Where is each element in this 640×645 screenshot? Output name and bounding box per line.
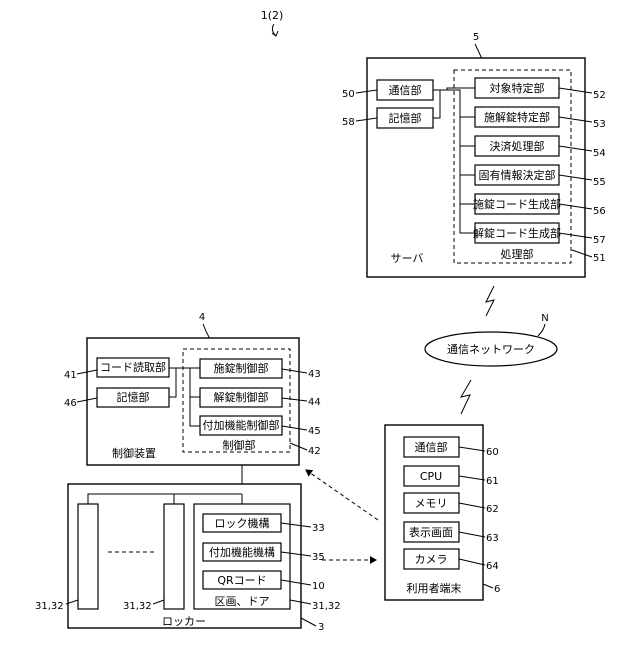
controller-label: 制御部	[223, 438, 256, 452]
svg-text:61: 61	[486, 476, 499, 487]
svg-text:44: 44	[308, 397, 321, 408]
terminal-ref: 6	[494, 584, 500, 595]
server-communication-label: 通信部	[389, 83, 422, 97]
control-storage-ref: 46	[64, 398, 77, 409]
svg-text:施解錠特定部: 施解錠特定部	[484, 110, 550, 124]
system-reference: 1(2)	[261, 9, 284, 36]
server-title: サーバ	[391, 252, 424, 265]
server-processing-label: 処理部	[501, 247, 534, 261]
svg-text:63: 63	[486, 533, 499, 544]
svg-text:QRコード: QRコード	[217, 574, 266, 587]
svg-text:通信部: 通信部	[415, 440, 448, 454]
user-terminal: 利用者端末 6 通信部 60 CPU 61 メモリ 62 表示画面 63 カメラ…	[385, 425, 500, 600]
svg-text:表示画面: 表示画面	[409, 525, 453, 539]
svg-text:付加機能機構: 付加機能機構	[209, 545, 275, 559]
svg-text:施錠コード生成部: 施錠コード生成部	[473, 197, 561, 211]
svg-text:54: 54	[593, 148, 606, 159]
server-communication-ref: 50	[342, 89, 355, 100]
compartment-detail-label: 区画、ドア	[215, 595, 270, 608]
svg-text:ロック機構: ロック機構	[215, 516, 270, 530]
control-device: 4 制御装置 コード読取部 41 記憶部 46 制御部 42 施錠制御部 43 …	[64, 312, 321, 465]
locker-title: ロッカー	[162, 615, 206, 628]
control-device-ref: 4	[199, 312, 205, 323]
svg-text:CPU: CPU	[420, 470, 442, 483]
svg-text:決済処理部: 決済処理部	[490, 139, 545, 153]
controller-ref: 42	[308, 446, 321, 457]
svg-text:カメラ: カメラ	[415, 553, 448, 566]
svg-text:35: 35	[312, 552, 325, 563]
locker-ref: 3	[318, 622, 324, 633]
compartment-middle-ref: 31,32	[123, 601, 152, 612]
locker: ロッカー 3 31,32 31,32 区画、ドア 31,32 ロック機構 33 …	[35, 484, 341, 633]
network-ref: N	[541, 313, 548, 324]
svg-text:メモリ: メモリ	[415, 497, 448, 510]
svg-text:施錠制御部: 施錠制御部	[214, 361, 269, 375]
terminal-to-control-arrow	[306, 470, 378, 520]
terminal-title: 利用者端末	[407, 581, 462, 595]
svg-text:43: 43	[308, 369, 321, 380]
server: 5 サーバ 通信部 50 記憶部 58 処理部 51 対象特定部 52 施解錠特…	[342, 32, 606, 277]
svg-text:53: 53	[593, 119, 606, 130]
network-label: 通信ネットワーク	[447, 343, 535, 356]
svg-text:10: 10	[312, 581, 325, 592]
svg-text:52: 52	[593, 90, 606, 101]
server-ref: 5	[473, 32, 479, 43]
control-device-title: 制御装置	[112, 446, 156, 460]
network: 通信ネットワーク N	[425, 313, 557, 366]
svg-text:記憶部: 記憶部	[117, 390, 150, 404]
server-storage-ref: 58	[342, 117, 355, 128]
svg-text:固有情報決定部: 固有情報決定部	[479, 168, 556, 182]
compartment-middle	[164, 504, 184, 609]
svg-text:56: 56	[593, 206, 606, 217]
svg-text:57: 57	[593, 235, 606, 246]
compartment-left	[78, 504, 98, 609]
svg-text:コード読取部: コード読取部	[100, 360, 166, 374]
code-reader-ref: 41	[64, 370, 77, 381]
svg-text:62: 62	[486, 504, 499, 515]
compartment-left-ref: 31,32	[35, 601, 64, 612]
lightning-terminal-icon	[461, 380, 471, 414]
svg-text:45: 45	[308, 426, 321, 437]
svg-text:対象特定部: 対象特定部	[490, 81, 545, 95]
svg-text:付加機能制御部: 付加機能制御部	[203, 418, 280, 432]
svg-text:60: 60	[486, 447, 499, 458]
compartment-detail-ref: 31,32	[312, 601, 341, 612]
svg-text:解錠コード生成部: 解錠コード生成部	[473, 226, 561, 240]
server-storage-label: 記憶部	[389, 111, 422, 125]
svg-text:1(2): 1(2)	[261, 9, 284, 22]
svg-text:33: 33	[312, 523, 325, 534]
svg-text:64: 64	[486, 561, 499, 572]
lightning-server-icon	[486, 286, 494, 316]
server-processing-ref: 51	[593, 253, 606, 264]
svg-text:解錠制御部: 解錠制御部	[214, 390, 269, 404]
svg-text:55: 55	[593, 177, 606, 188]
